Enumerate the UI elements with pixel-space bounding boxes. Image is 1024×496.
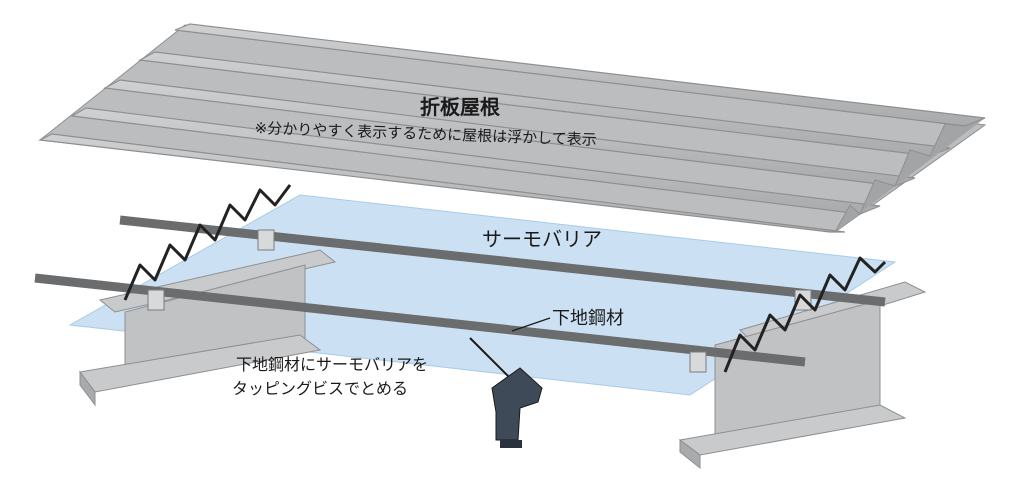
thermo-barrier-label: サーモバリア <box>482 227 602 251</box>
steel-label-leader <box>511 317 551 332</box>
base-steel-label: 下地鋼材 <box>552 308 624 329</box>
instruction-line-2: タッピングビスでとめる <box>232 379 409 398</box>
drill-icon <box>469 337 543 448</box>
instruction-line-1: 下地鋼材にサーモバリアを <box>236 355 429 374</box>
zigzag-brackets <box>123 184 887 373</box>
clips <box>147 229 812 373</box>
folded-plate-roof <box>37 23 987 233</box>
roof-title: 折板屋根 <box>420 95 500 119</box>
